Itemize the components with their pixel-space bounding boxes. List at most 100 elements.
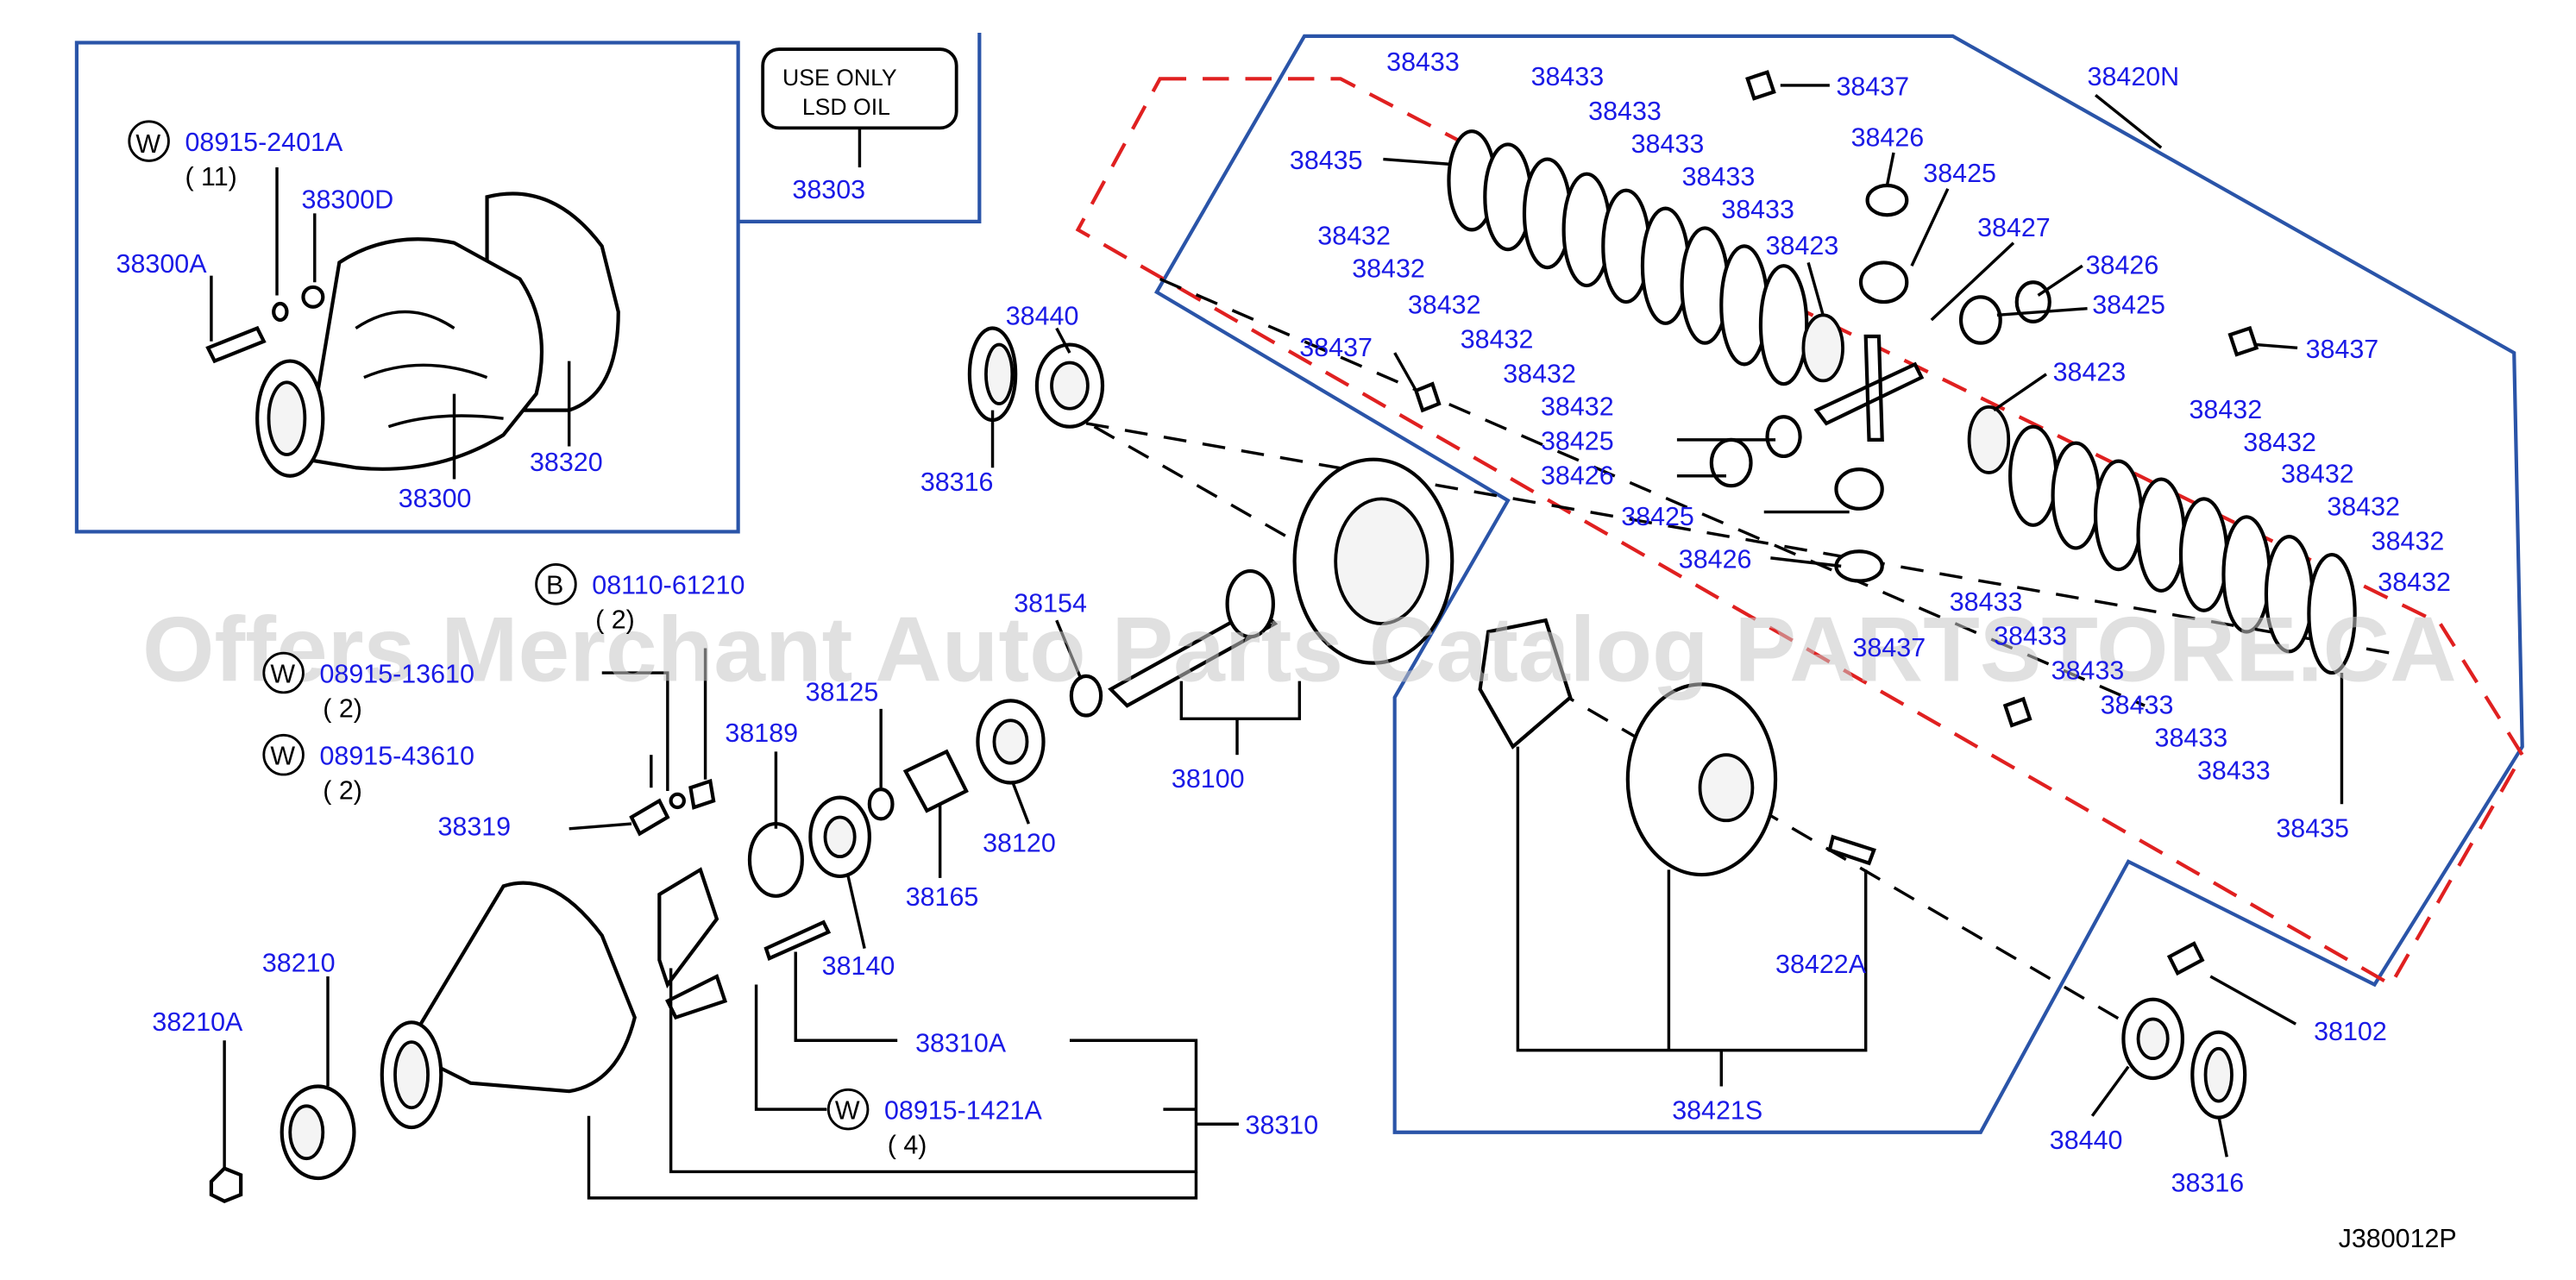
fastener-code[interactable]: 08915-13610 [319,659,474,688]
bearing-38120 [976,699,1046,785]
part-label-38432[interactable]: 38432 [2243,428,2316,457]
part-label-38433[interactable]: 38433 [2051,656,2125,686]
part-label-38300[interactable]: 38300 [399,484,472,513]
part-label-38440-top[interactable]: 38440 [1006,302,1079,331]
part-label-38440-bottom[interactable]: 38440 [2050,1126,2123,1155]
part-label-38426-b[interactable]: 38426 [2086,251,2159,280]
fastener-code[interactable]: 08915-1421A [884,1096,1042,1126]
side-gears-and-washers [1413,70,2259,728]
upper-432-labels: 38432 38432 38432 38432 38432 38432 [1317,221,1613,421]
companion-flange-38210 [280,1084,356,1181]
part-label-38425-a[interactable]: 38425 [1923,159,1996,188]
part-label-38432[interactable]: 38432 [1541,392,1614,421]
part-label-38310[interactable]: 38310 [1246,1111,1319,1140]
part-label-38210[interactable]: 38210 [262,948,336,977]
fastener-code[interactable]: 08915-43610 [319,742,474,771]
fastener-callout-3: W 08915-13610 ( 2) [262,651,474,723]
part-label-38320[interactable]: 38320 [530,448,603,477]
fastener-code[interactable]: 08110-61210 [592,571,745,600]
part-label-38125[interactable]: 38125 [806,677,879,706]
part-label-38432[interactable]: 38432 [2372,526,2445,555]
part-label-38316-top[interactable]: 38316 [920,467,994,497]
lower-432-labels: 38432 38432 38432 38432 38432 38432 [2190,395,2451,597]
part-label-38154[interactable]: 38154 [1014,589,1087,618]
part-label-38426-c[interactable]: 38426 [1541,461,1614,490]
part-label-38433[interactable]: 38433 [2101,691,2174,720]
part-label-38422A[interactable]: 38422A [1775,950,1867,979]
leader-lines [210,84,2344,1200]
part-label-38300D[interactable]: 38300D [302,185,394,215]
part-label-38426-d[interactable]: 38426 [1679,544,1752,574]
part-label-38300A[interactable]: 38300A [116,249,208,279]
part-label-38432[interactable]: 38432 [1408,290,1481,319]
part-label-38421S[interactable]: 38421S [1672,1096,1762,1126]
companion-flange-38316-top [967,326,1018,423]
part-label-38420N[interactable]: 38420N [2088,62,2180,91]
differential-case-38421S [1478,618,1876,877]
part-label-38120[interactable]: 38120 [983,828,1056,857]
bolt-symbol-icon [535,563,577,605]
part-label-38316-bottom[interactable]: 38316 [2171,1168,2245,1197]
axis-line-diff [1553,687,2146,1036]
fastener-qty: ( 2) [323,693,362,723]
bearing-38140 [808,795,871,879]
part-label-38423-b[interactable]: 38423 [2053,357,2127,386]
part-label-38433[interactable]: 38433 [1531,62,1605,91]
shim-38189 [747,821,804,898]
part-label-38432[interactable]: 38432 [1461,324,1534,354]
part-label-38437-c[interactable]: 38437 [1852,633,1926,662]
part-label-38433[interactable]: 38433 [1386,47,1460,77]
part-label-38425-d[interactable]: 38425 [1621,502,1694,531]
part-label-38303[interactable]: 38303 [792,175,865,204]
part-label-38437-left[interactable]: 38437 [1299,333,1373,362]
part-label-38165[interactable]: 38165 [906,882,979,912]
part-label-38102[interactable]: 38102 [2314,1017,2387,1046]
part-label-38433[interactable]: 38433 [1994,622,2067,651]
part-label-38189[interactable]: 38189 [725,718,798,748]
lower-clutch-stack [1967,405,2357,675]
part-label-38140[interactable]: 38140 [822,951,895,981]
part-labels: 38303 38300D 38300A 38300 38320 38440 38… [116,62,2387,1197]
cross-pin-38427 [1813,334,1925,442]
part-label-38423-a[interactable]: 38423 [1766,231,1839,260]
part-label-38319[interactable]: 38319 [437,812,511,841]
ring-gear-38100 [1108,457,1454,708]
part-label-38100[interactable]: 38100 [1172,764,1245,794]
part-label-38432[interactable]: 38432 [1352,254,1425,284]
part-label-38310A[interactable]: 38310A [915,1029,1007,1058]
fastener-prefix: W [270,742,295,771]
part-label-38433[interactable]: 38433 [1950,587,2023,617]
fastener-code[interactable]: 08915-2401A [185,128,342,157]
part-label-38425-b[interactable]: 38425 [2092,290,2165,319]
part-label-38435-a[interactable]: 38435 [1290,146,1363,175]
part-label-38425-c[interactable]: 38425 [1541,426,1614,455]
part-label-38435-b[interactable]: 38435 [2276,813,2349,843]
part-label-38432[interactable]: 38432 [1317,221,1391,250]
housing-inset-box [74,41,740,534]
part-label-38433[interactable]: 38433 [2155,724,2228,753]
fastener-qty: ( 4) [888,1131,927,1160]
part-label-38432[interactable]: 38432 [2281,459,2354,488]
washer-symbol-icon [826,1088,870,1131]
washer-symbol-icon [128,120,170,162]
part-label-38433[interactable]: 38433 [1588,97,1662,126]
part-label-38432[interactable]: 38432 [1503,359,1576,388]
axis-line-pinion [1093,425,1325,560]
fastener-qty: ( 2) [323,776,362,806]
axis-line-upper [1085,422,2391,655]
part-label-38433[interactable]: 38433 [1682,162,1756,191]
part-label-38432[interactable]: 38432 [2190,395,2263,424]
part-label-38432[interactable]: 38432 [2378,568,2451,597]
lower-433-labels: 38433 38433 38433 38433 38433 38433 [1950,587,2271,786]
part-label-38426-a[interactable]: 38426 [1851,122,1925,152]
part-label-38433[interactable]: 38433 [2197,756,2271,786]
bearing-cap-38310A [657,867,832,1020]
part-label-38437-a[interactable]: 38437 [1836,72,1909,101]
part-label-38432[interactable]: 38432 [2327,492,2400,521]
part-label-38210A[interactable]: 38210A [152,1007,243,1037]
part-label-38437-b[interactable]: 38437 [2306,335,2379,364]
part-label-38433[interactable]: 38433 [1721,195,1794,224]
bolt-38102 [2166,941,2205,976]
part-label-38433[interactable]: 38433 [1631,129,1705,159]
part-label-38427[interactable]: 38427 [1977,213,2051,242]
